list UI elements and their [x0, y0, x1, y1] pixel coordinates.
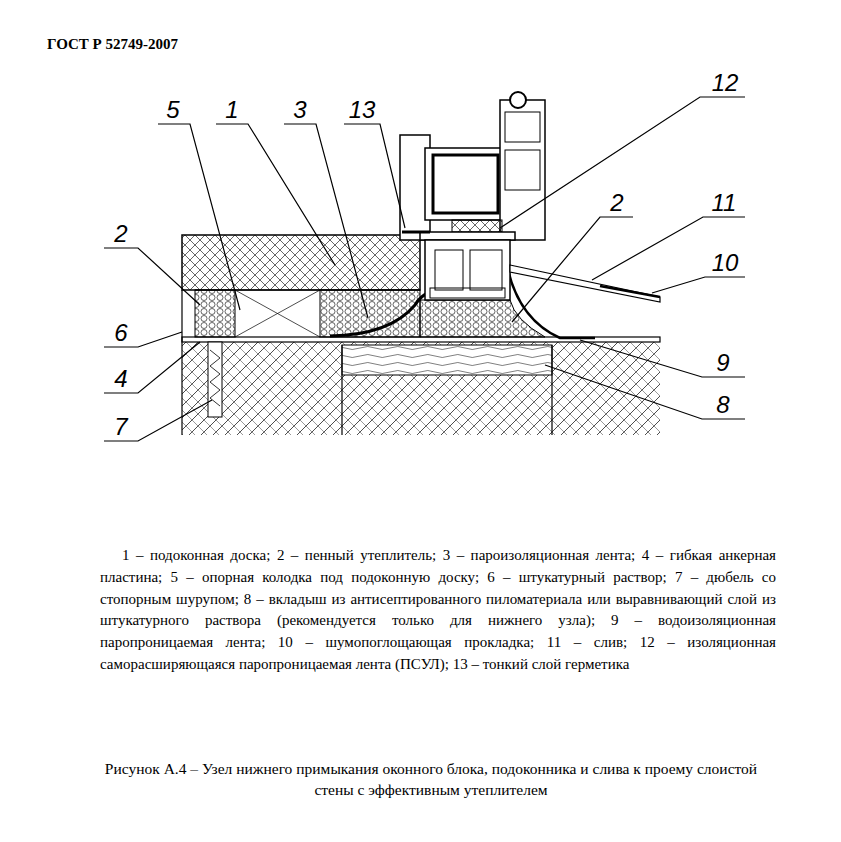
- callout-number: 8: [716, 392, 729, 418]
- callout-number: 10: [712, 250, 739, 276]
- legend-text: 1 – подоконная доска; 2 – пенный утеплит…: [100, 545, 776, 676]
- callout-number: 3: [293, 97, 306, 123]
- callout-number: 2: [610, 190, 623, 216]
- callout-number: 7: [114, 414, 127, 440]
- callout-number: 2: [114, 221, 127, 247]
- callout-number: 12: [712, 70, 739, 96]
- callout-number: 6: [114, 320, 127, 346]
- callout-number: 4: [114, 366, 127, 392]
- document-header: ГОСТ Р 52749-2007: [47, 36, 178, 53]
- callout-number: 1: [225, 97, 238, 123]
- callout-number: 13: [349, 97, 376, 123]
- callout-number: 5: [166, 97, 179, 123]
- figure-caption: Рисунок А.4 – Узел нижнего примыкания ок…: [97, 758, 765, 800]
- callout-number: 11: [712, 190, 737, 216]
- callout-number: 9: [716, 350, 729, 376]
